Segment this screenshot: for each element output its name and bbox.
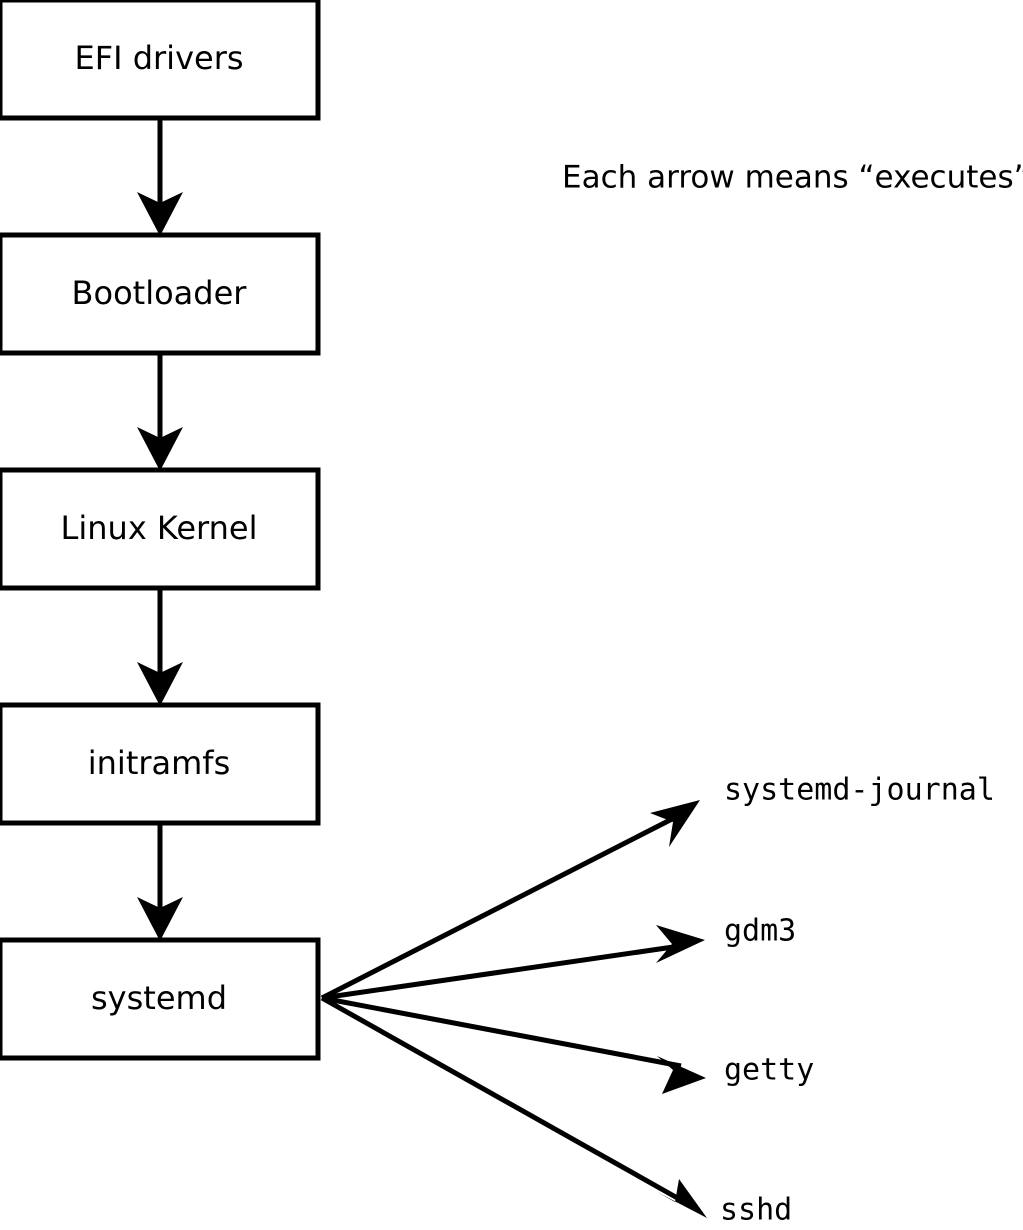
arrow-head-down-icon [137,427,183,471]
node-initramfs[interactable]: initramfs [0,702,321,826]
node-linux-kernel[interactable]: Linux Kernel [0,467,321,591]
service-label-getty[interactable]: getty [724,1053,814,1088]
service-arrow-gdm3 [321,925,705,1001]
service-label-gdm3[interactable]: gdm3 [724,914,796,949]
arrow-head-icon [650,800,700,847]
service-arrow-getty [321,995,706,1094]
node-box [0,702,321,826]
chain-arrow-efi-to-bootloader [137,118,183,236]
service-arrow-line [320,995,683,1203]
node-bootloader[interactable]: Bootloader [0,232,321,356]
node-label: EFI drivers [74,39,243,77]
chain-arrow-bootloader-to-kernel [137,353,183,471]
node-box [0,937,321,1061]
node-systemd[interactable]: systemd [0,937,321,1061]
node-label: Linux Kernel [61,509,258,547]
node-box [0,467,321,591]
node-label: systemd [91,979,227,1017]
node-label: Bootloader [72,274,248,312]
chain-arrow-initramfs-to-systemd [137,823,183,941]
service-label-sshd[interactable]: sshd [720,1193,792,1228]
node-box [0,232,321,356]
service-arrow-systemd-journal [320,800,700,1001]
service-label-systemd-journal[interactable]: systemd-journal [724,773,995,808]
chain-arrow-kernel-to-initramfs [137,588,183,706]
legend-note: Each arrow means “executes”. [562,160,1023,196]
service-arrow-line [321,995,682,1069]
service-arrow-line [320,814,678,1001]
service-arrow-sshd [320,995,707,1218]
service-arrow-line [321,943,681,1001]
arrow-head-down-icon [137,897,183,941]
arrow-head-icon [657,1056,706,1094]
arrow-head-icon [657,1179,707,1218]
arrow-head-icon [656,925,705,963]
node-label: initramfs [88,744,230,782]
arrow-head-down-icon [137,192,183,236]
node-box [0,0,321,121]
arrow-head-down-icon [137,662,183,706]
node-efi-drivers[interactable]: EFI drivers [0,0,321,121]
